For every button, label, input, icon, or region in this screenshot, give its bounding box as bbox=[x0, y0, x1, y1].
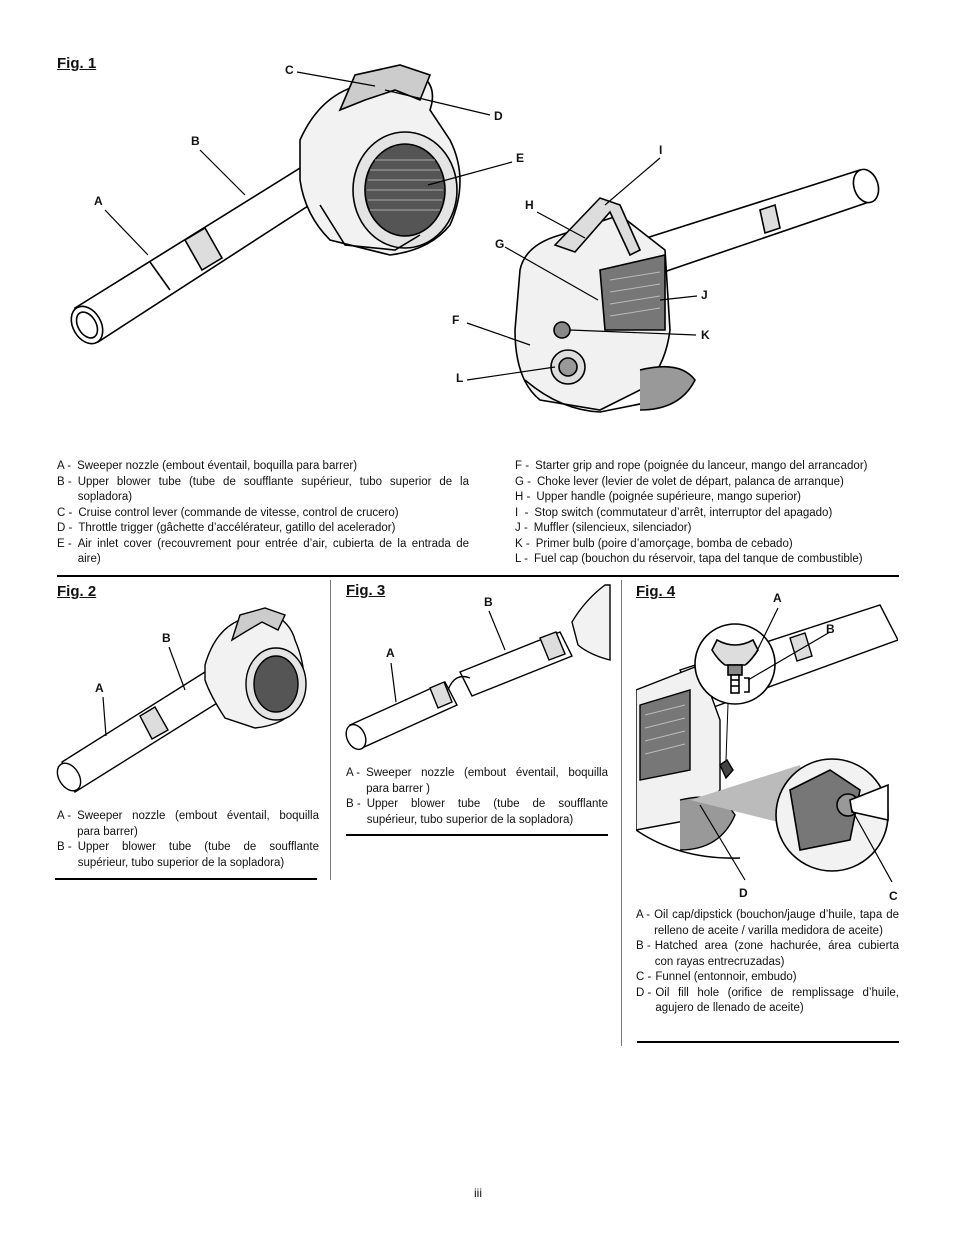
legend-item: F -Starter grip and rope (poignée du lan… bbox=[515, 460, 868, 472]
legend-item: B -Upper blower tube (tube de soufflante… bbox=[346, 798, 608, 826]
fig1-callout-f: F bbox=[452, 313, 460, 327]
fig2-callout-b: B bbox=[162, 631, 171, 645]
fig1-title: Fig. 1 bbox=[57, 55, 97, 72]
legend-item: A -Sweeper nozzle (embout éventail, boqu… bbox=[346, 767, 608, 795]
legend-item: B -Upper blower tube (tube de soufflante… bbox=[57, 841, 319, 869]
column-separator bbox=[330, 580, 331, 880]
fig4-callout-d: D bbox=[739, 886, 748, 900]
fig2-title: Fig. 2 bbox=[57, 583, 97, 600]
legend-item: A -Sweeper nozzle (embout éventail, boqu… bbox=[57, 460, 358, 472]
page-number: iii bbox=[474, 1186, 482, 1200]
legend-item: A -Sweeper nozzle (embout éventail, boqu… bbox=[57, 810, 319, 838]
legend-item: C -Cruise control lever (commande de vit… bbox=[57, 506, 399, 519]
legend-item: D -Oil fill hole (orifice de remplissage… bbox=[636, 986, 899, 1015]
section-divider bbox=[637, 1041, 899, 1043]
fig4-callout-c: C bbox=[889, 889, 898, 903]
legend-item: E -Air inlet cover (recouvrement pour en… bbox=[57, 537, 469, 566]
fig2-callout-a: A bbox=[95, 681, 104, 695]
section-divider bbox=[346, 834, 608, 836]
fig1-callout-c: C bbox=[285, 63, 294, 77]
fig3-title: Fig. 3 bbox=[346, 582, 386, 599]
fig4-callout-a: A bbox=[773, 591, 782, 605]
section-divider bbox=[57, 575, 899, 577]
legend-item: I -Stop switch (commutateur d’arrêt, int… bbox=[515, 506, 833, 519]
fig1-callout-h: H bbox=[525, 198, 534, 212]
fig2-legend: A -Sweeper nozzle (embout éventail, boqu… bbox=[57, 809, 319, 871]
fig1-legend-right: F -Starter grip and rope (poignée du lan… bbox=[515, 459, 900, 568]
legend-item: H -Upper handle (poignée supérieure, man… bbox=[515, 491, 802, 503]
section-divider bbox=[55, 878, 317, 880]
legend-item: L -Fuel cap (bouchon du réservoir, tapa … bbox=[515, 553, 863, 565]
fig1-callout-d: D bbox=[494, 109, 503, 123]
legend-item: B -Upper blower tube (tube de soufflante… bbox=[57, 475, 469, 504]
fig1-callout-k: K bbox=[701, 328, 710, 342]
fig1-callout-l: L bbox=[456, 371, 464, 385]
legend-item: D -Throttle trigger (gâchette d’accéléra… bbox=[57, 522, 396, 534]
fig3-callout-b: B bbox=[484, 595, 493, 609]
fig1-legend-left: A -Sweeper nozzle (embout éventail, boqu… bbox=[57, 459, 469, 568]
fig3-callout-a: A bbox=[386, 646, 395, 660]
fig4-title: Fig. 4 bbox=[636, 583, 676, 600]
legend-item: G -Choke lever (levier de volet de dépar… bbox=[515, 475, 844, 488]
fig1-callout-a: A bbox=[94, 194, 103, 208]
fig3-legend: A -Sweeper nozzle (embout éventail, boqu… bbox=[346, 766, 608, 828]
fig4-legend: A -Oil cap/dipstick (bouchon/jauge d’hui… bbox=[636, 908, 899, 1017]
column-separator bbox=[621, 580, 622, 1046]
fig1-callout-g: G bbox=[495, 237, 505, 251]
legend-item: C -Funnel (entonnoir, embudo) bbox=[636, 971, 797, 983]
fig4-callout-b: B bbox=[826, 622, 835, 636]
fig1-callout-j: J bbox=[701, 288, 708, 302]
fig1-callout-e: E bbox=[516, 151, 525, 165]
legend-item: K -Primer bulb (poire d’amorçage, bomba … bbox=[515, 537, 793, 550]
fig1-callout-b: B bbox=[191, 134, 200, 148]
legend-item: J -Muffler (silencieux, silenciador) bbox=[515, 522, 692, 534]
fig1-callout-i: I bbox=[659, 143, 663, 157]
legend-item: B -Hatched area (zone hachurée, área cub… bbox=[636, 940, 899, 968]
legend-item: A -Oil cap/dipstick (bouchon/jauge d’hui… bbox=[636, 909, 899, 937]
